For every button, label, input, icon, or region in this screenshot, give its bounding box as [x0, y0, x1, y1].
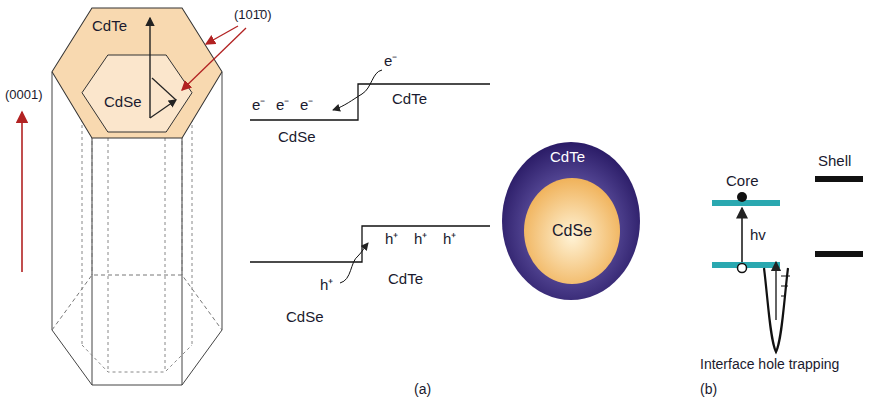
- core-label: Core: [726, 172, 759, 189]
- material-label: CdSe: [286, 308, 324, 325]
- material-label: CdTe: [550, 148, 585, 165]
- panel-label: (a): [414, 381, 431, 397]
- facet-label: (101̄0): [234, 8, 272, 23]
- axis-label: (0001): [5, 88, 43, 103]
- direction-vectors: [150, 18, 176, 118]
- electron-label: e⁻: [252, 96, 265, 113]
- axis-arrow: [21, 112, 23, 272]
- core-hexagon: CdSe: [82, 55, 192, 132]
- hole-label: h⁺: [385, 230, 398, 247]
- material-label: CdTe: [388, 270, 423, 287]
- electron-label: e⁻: [384, 52, 397, 69]
- material-label: CdSe: [552, 222, 592, 240]
- material-label: CdTe: [392, 90, 427, 107]
- energy-levels: [712, 176, 863, 352]
- leader-arrows: [182, 26, 246, 90]
- panel-label: (b): [700, 381, 717, 397]
- hole-label: h⁺: [443, 230, 456, 247]
- shell-label: Shell: [818, 152, 851, 169]
- photon-label: hv: [750, 226, 766, 243]
- hole-label: h⁺: [320, 276, 333, 293]
- hole-label: h⁺: [414, 230, 427, 247]
- core-circle: CdSe: [524, 178, 620, 284]
- shell-circle: CdTeCdSe: [502, 142, 640, 300]
- electron-label: e⁻: [276, 96, 289, 113]
- material-label: CdSe: [278, 128, 316, 145]
- process-label: Interface hole trapping: [700, 356, 839, 372]
- electron-label: e⁻: [300, 96, 313, 113]
- band-diagram: [250, 70, 490, 283]
- hexagonal-prism: [52, 8, 222, 385]
- material-label: CdTe: [92, 17, 127, 34]
- material-label: CdSe: [104, 93, 142, 110]
- shell-hexagon: CdTeCdSe: [52, 8, 222, 138]
